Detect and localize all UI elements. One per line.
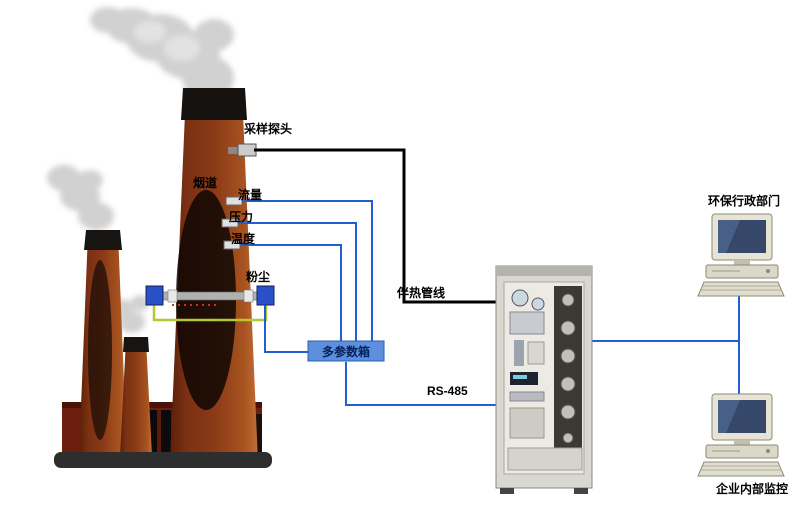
enterprise-computer [697, 393, 785, 477]
sampling-probe-icon [237, 143, 257, 157]
label-dust: 粉尘 [246, 270, 271, 284]
pressure-signal-line [238, 222, 357, 341]
dust-sensor-right [256, 285, 275, 306]
rs485-line [345, 362, 496, 406]
label-epa-dept: 环保行政部门 [708, 194, 781, 208]
dust-sensor-left [145, 285, 164, 306]
epa-computer [697, 213, 785, 297]
gauge-icon [531, 297, 545, 311]
label-flue: 烟道 [193, 176, 218, 190]
dust-signal-line [264, 305, 308, 353]
base-platform [54, 452, 272, 468]
heated-sample-line [254, 148, 496, 304]
analyzer-cabinet [495, 265, 593, 494]
dust-sensor-apparatus [145, 285, 275, 322]
left-chimney [79, 230, 127, 456]
gauge-icon [511, 289, 529, 307]
temperature-signal-line [240, 244, 342, 341]
label-flow: 流量 [238, 188, 263, 202]
signal-lines-blue [238, 200, 740, 415]
label-sampling-probe: 采样探头 [244, 122, 293, 136]
stack-sensors [221, 143, 257, 250]
small-chimney [120, 337, 152, 456]
label-rs485: RS-485 [427, 384, 468, 398]
probe-tip [228, 147, 238, 154]
label-enterprise-monitor: 企业内部监控 [716, 482, 789, 496]
label-multi-param-box: 多参数箱 [321, 344, 370, 359]
flow-signal-line [242, 200, 373, 341]
multi-parameter-box [307, 340, 385, 362]
label-heated-line: 伴热管线 [397, 286, 446, 300]
label-temperature: 温度 [231, 232, 256, 246]
label-pressure: 压力 [229, 210, 254, 224]
